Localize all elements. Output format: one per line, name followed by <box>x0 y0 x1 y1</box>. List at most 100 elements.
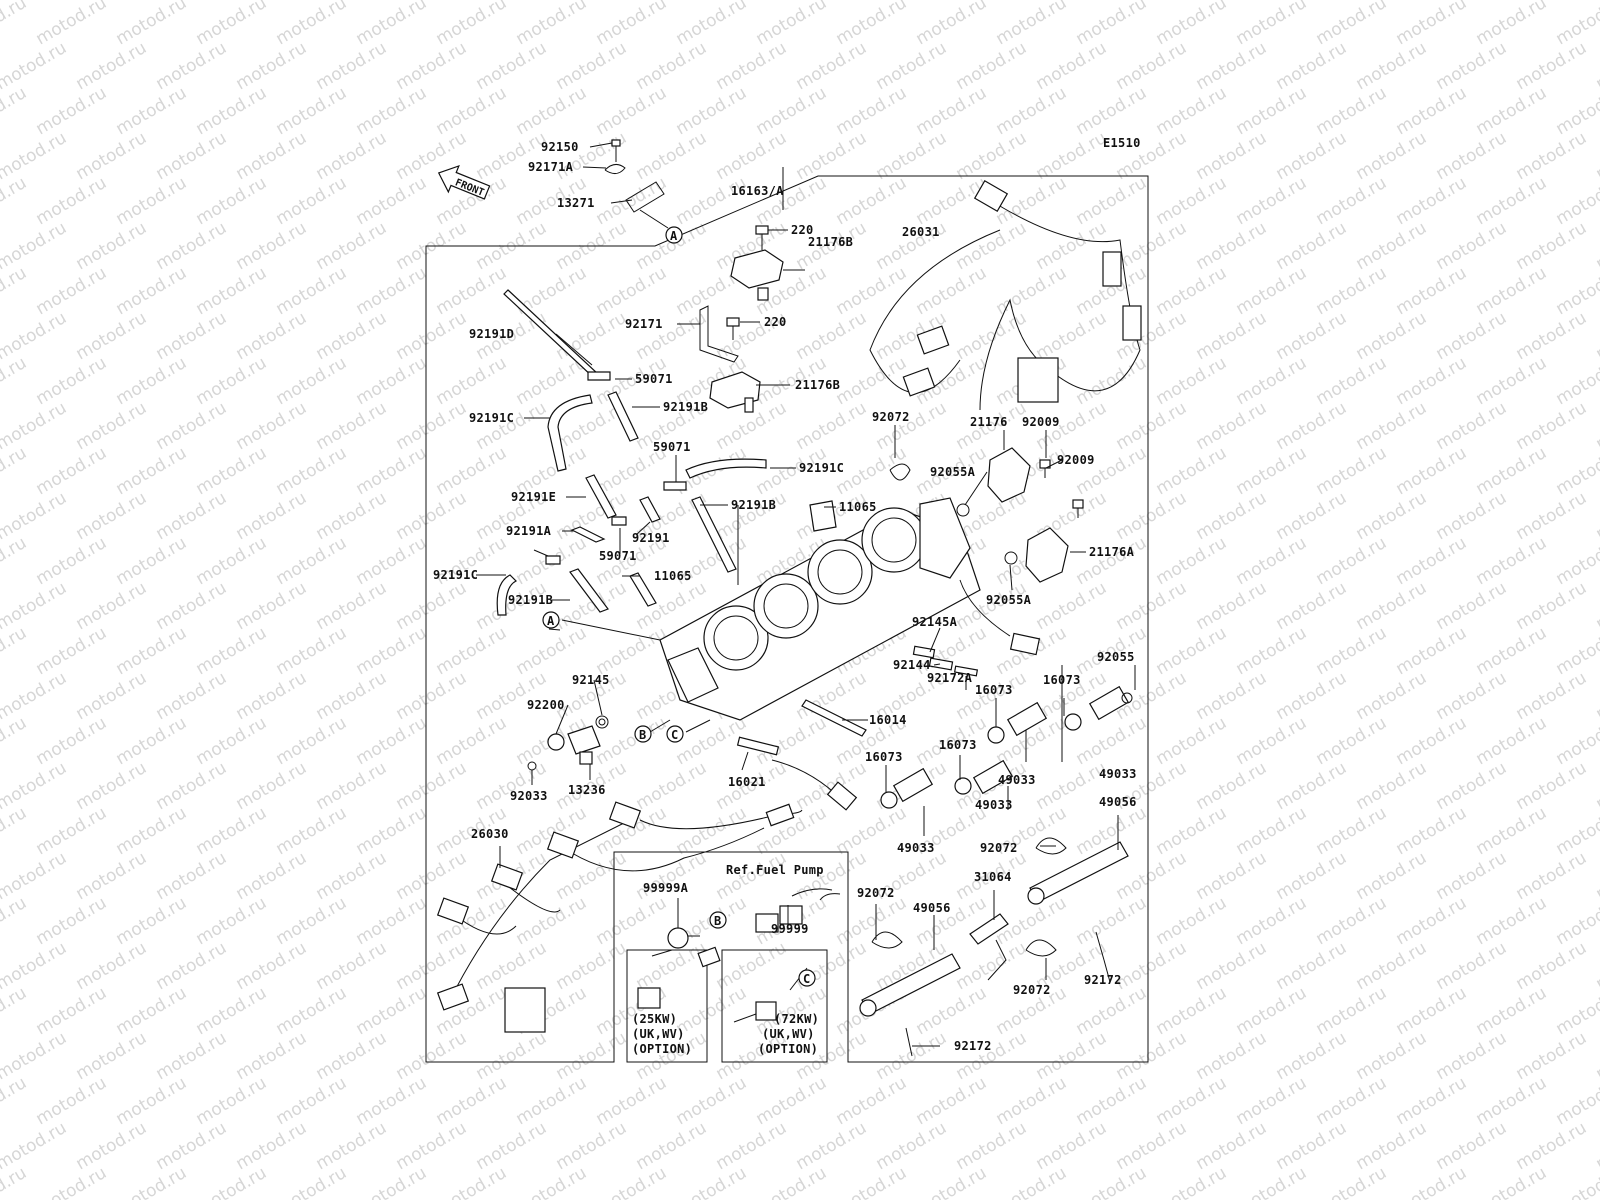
svg-text:C: C <box>803 972 811 986</box>
watermark-text: motod.ru <box>1153 803 1231 859</box>
watermark-text: motod.ru <box>433 713 511 769</box>
watermark-text: motod.ru <box>193 83 271 139</box>
watermark-text: motod.ru <box>313 938 391 994</box>
watermark-text: motod.ru <box>0 623 30 679</box>
part-label: 92072 <box>872 410 910 424</box>
watermark-text: motod.ru <box>1153 0 1231 49</box>
watermark-text: motod.ru <box>153 1028 231 1084</box>
watermark-text: motod.ru <box>593 1163 671 1200</box>
watermark-text: motod.ru <box>33 353 111 409</box>
watermark-text: motod.ru <box>1433 668 1511 724</box>
watermark-text: motod.ru <box>1233 983 1311 1039</box>
watermark-text: motod.ru <box>1393 533 1471 589</box>
watermark-text: motod.ru <box>1113 398 1191 454</box>
watermark-text: motod.ru <box>0 578 70 634</box>
watermark-text: motod.ru <box>153 758 231 814</box>
part-label: 99999A <box>643 881 689 895</box>
watermark-text: motod.ru <box>0 263 30 319</box>
watermark-text: motod.ru <box>1193 398 1271 454</box>
watermark-text: motod.ru <box>1393 443 1471 499</box>
watermark-text: motod.ru <box>273 173 351 229</box>
watermark-text: motod.ru <box>1193 1118 1271 1174</box>
watermark-text: motod.ru <box>393 1028 471 1084</box>
bracket-13271 <box>625 181 665 213</box>
watermark-text: motod.ru <box>753 1073 831 1129</box>
watermark-text: motod.ru <box>0 128 70 184</box>
watermark-text: motod.ru <box>1593 128 1600 184</box>
watermark-text: motod.ru <box>393 758 471 814</box>
watermark-text: motod.ru <box>1593 578 1600 634</box>
watermark-text: motod.ru <box>433 83 511 139</box>
part-label: 16073 <box>1043 673 1081 687</box>
watermark-text: motod.ru <box>1353 1118 1431 1174</box>
watermark-text: motod.ru <box>273 893 351 949</box>
watermark-text: motod.ru <box>873 1118 951 1174</box>
watermark-text: motod.ru <box>1593 488 1600 544</box>
watermark-text: motod.ru <box>1433 848 1511 904</box>
watermark-text: motod.ru <box>1233 0 1311 49</box>
watermark-text: motod.ru <box>313 758 391 814</box>
watermark-text: motod.ru <box>1153 173 1231 229</box>
watermark-text: motod.ru <box>33 533 111 589</box>
watermark-text: motod.ru <box>1393 893 1471 949</box>
watermark-text: motod.ru <box>1153 1073 1231 1129</box>
watermark-text: motod.ru <box>913 263 991 319</box>
watermark-text: motod.ru <box>1513 578 1591 634</box>
watermark-text: motod.ru <box>313 398 391 454</box>
watermark-text: motod.ru <box>1233 623 1311 679</box>
band-92072-d <box>1025 939 1057 957</box>
diagram-frame <box>425 175 1149 1063</box>
watermark-text: motod.ru <box>1513 488 1591 544</box>
watermark-text: motod.ru <box>1153 533 1231 589</box>
watermark-text: motod.ru <box>0 353 30 409</box>
watermark-text: motod.ru <box>1433 1028 1511 1084</box>
watermark-text: motod.ru <box>1313 803 1391 859</box>
watermark-text: motod.ru <box>313 218 391 274</box>
watermark-text: motod.ru <box>353 803 431 859</box>
hose-11065-b <box>629 572 657 607</box>
part-label: 21176B <box>795 378 840 392</box>
watermark-text: motod.ru <box>0 218 70 274</box>
watermark-text: motod.ru <box>1593 1028 1600 1084</box>
watermark-text: motod.ru <box>1273 938 1351 994</box>
part-label: 16073 <box>975 683 1013 697</box>
svg-text:B: B <box>714 914 722 928</box>
watermark-text: motod.ru <box>73 128 151 184</box>
watermark-text: motod.ru <box>1353 488 1431 544</box>
watermark-text: motod.ru <box>233 128 311 184</box>
watermark-text: motod.ru <box>1513 1028 1591 1084</box>
watermark-text: motod.ru <box>353 83 431 139</box>
callout-A-top: A <box>665 226 683 244</box>
watermark-text: motod.ru <box>313 38 391 94</box>
watermark-text: motod.ru <box>393 848 471 904</box>
watermark-text: motod.ru <box>553 128 631 184</box>
watermark-text: motod.ru <box>1313 893 1391 949</box>
watermark-text: motod.ru <box>0 443 30 499</box>
part-label: 49033 <box>975 798 1013 812</box>
svg-text:C: C <box>671 728 679 742</box>
watermark-text: motod.ru <box>1393 983 1471 1039</box>
watermark-text: motod.ru <box>1473 443 1551 499</box>
watermark-text: motod.ru <box>1193 128 1271 184</box>
watermark-text: motod.ru <box>233 758 311 814</box>
watermark-text: motod.ru <box>1513 1118 1591 1174</box>
watermark-text: motod.ru <box>1513 38 1591 94</box>
watermark-text: motod.ru <box>713 38 791 94</box>
watermark-text: motod.ru <box>473 668 551 724</box>
harness-26031 <box>869 180 1142 411</box>
watermark-text: motod.ru <box>393 668 471 724</box>
svg-text:(UK,WV): (UK,WV) <box>632 1027 685 1041</box>
watermark-text: motod.ru <box>233 1118 311 1174</box>
part-label: 49033 <box>1099 767 1137 781</box>
watermark-text: motod.ru <box>193 1163 271 1200</box>
watermark-text: motod.ru <box>273 443 351 499</box>
hose-92191C-b <box>685 458 767 479</box>
watermark-text: motod.ru <box>1153 353 1231 409</box>
watermark-text: motod.ru <box>633 938 711 994</box>
watermark-text: motod.ru <box>1193 758 1271 814</box>
watermark-text: motod.ru <box>873 1028 951 1084</box>
watermark-text: motod.ru <box>113 0 191 49</box>
part-label: 59071 <box>599 549 637 563</box>
watermark-text: motod.ru <box>273 353 351 409</box>
watermark-text: motod.ru <box>113 173 191 229</box>
